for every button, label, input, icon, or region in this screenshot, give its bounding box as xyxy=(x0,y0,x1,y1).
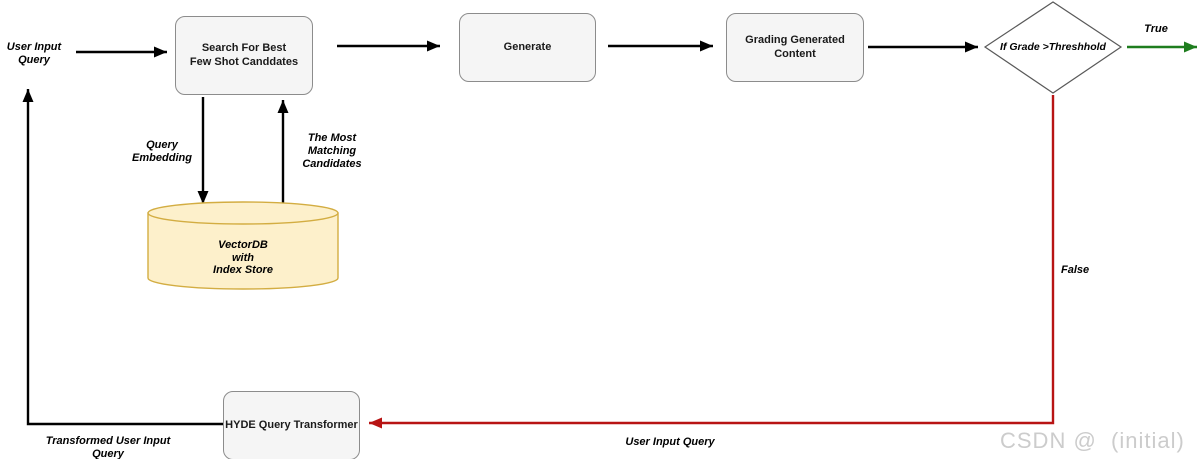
node-grading-label: Grading Generated Content xyxy=(745,34,845,60)
vectordb-cylinder-top xyxy=(147,201,339,225)
decision-diamond xyxy=(983,1,1123,94)
edge-label-false: False xyxy=(1061,264,1090,276)
edge-label-query-embedding: Query Embedding xyxy=(132,139,192,164)
node-hyde-query-transformer: HYDE Query Transformer xyxy=(223,391,360,459)
arrow-hyde-to-start xyxy=(22,89,223,426)
vectordb-cylinder-body xyxy=(147,212,339,290)
vectordb-label: VectorDB with Index Store xyxy=(213,239,273,276)
edge-label-user-input-return: User Input Query xyxy=(625,436,715,448)
edge-label-user-input-start: User Input Query xyxy=(6,41,62,66)
csdn-watermark: CSDN @ (initial) xyxy=(1000,428,1185,453)
edge-label-transformed-user-input-query: Transformed User Input Query xyxy=(45,435,171,459)
arrow-false-to-hyde xyxy=(369,95,1055,429)
node-search-label: Search For Best Few Shot Canddates xyxy=(189,42,299,68)
node-generate: Generate xyxy=(459,13,596,82)
edge-label-most-matching-candidates: The Most Matching Candidates xyxy=(302,132,362,170)
node-hyde-label: HYDE Query Transformer xyxy=(225,418,358,431)
node-grading: Grading Generated Content xyxy=(726,13,864,82)
edge-label-true: True xyxy=(1144,23,1168,35)
node-search-few-shot: Search For Best Few Shot Canddates xyxy=(175,16,313,95)
decision-diamond-label: If Grade >Threshhold xyxy=(1000,41,1106,53)
node-generate-label: Generate xyxy=(503,40,552,53)
